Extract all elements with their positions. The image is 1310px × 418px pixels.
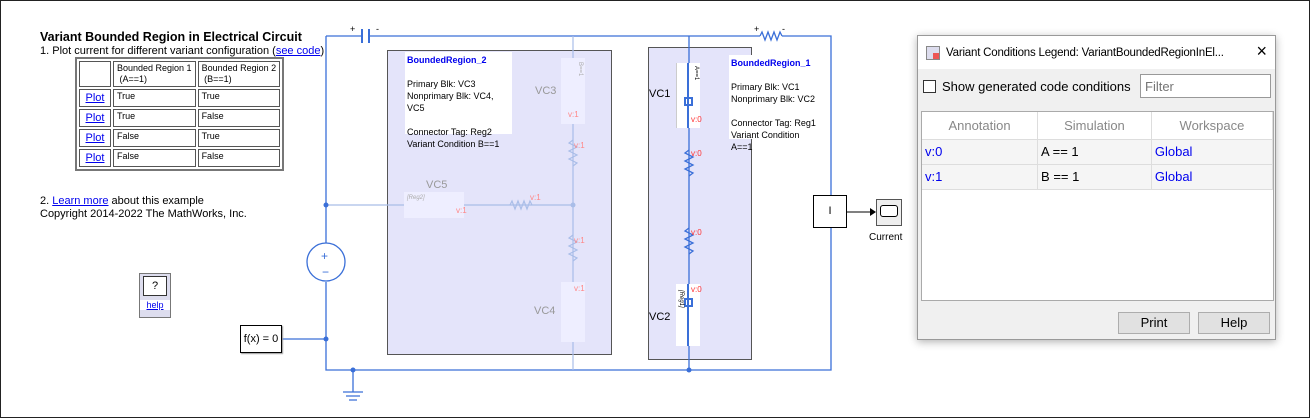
- variant-legend-dialog: Variant Conditions Legend: VariantBounde…: [917, 35, 1276, 340]
- vc5-annotation: v:1: [456, 206, 467, 215]
- vc2-port-icon: [684, 298, 693, 307]
- vc3-cond: B==1: [577, 62, 583, 77]
- resistor-r2a-icon: [567, 139, 579, 167]
- capacitor-plus: +: [350, 24, 356, 34]
- resistor-icon: [759, 30, 783, 42]
- vc2-annotation: v:0: [691, 285, 702, 294]
- resistor-r2b-icon: [567, 234, 579, 262]
- plot-link[interactable]: Plot: [85, 152, 105, 164]
- step-2: 2. Learn more about this example: [40, 195, 204, 207]
- capacitor-minus: -: [376, 24, 379, 34]
- plot-link[interactable]: Plot: [85, 112, 105, 124]
- help-block[interactable]: ? help: [139, 273, 171, 318]
- help-link[interactable]: help: [140, 300, 170, 310]
- step-1-text: 1. Plot current for different variant co…: [40, 45, 276, 57]
- dialog-title-bar: Variant Conditions Legend: VariantBounde…: [918, 36, 1275, 69]
- vc2-tag: [Reg1]: [678, 290, 684, 308]
- dialog-title: Variant Conditions Legend: VariantBounde…: [946, 46, 1224, 59]
- source-plus: +: [321, 249, 328, 263]
- ground-icon: [343, 391, 363, 401]
- vc3-annotation: v:1: [568, 110, 579, 119]
- vc1-annotation: v:0: [691, 115, 702, 124]
- header-empty: [79, 61, 111, 87]
- vc4-label: VC4: [534, 305, 556, 317]
- vc2-label: VC2: [649, 311, 671, 323]
- vc4-annotation: v:1: [574, 284, 585, 293]
- r2b-annotation: v:1: [574, 236, 585, 245]
- resistor-r1a-icon: [683, 149, 695, 177]
- resistor-r2c-icon: [509, 199, 533, 211]
- vc5-tag: [Reg2]: [407, 195, 425, 201]
- voltage-source-icon: [306, 242, 346, 282]
- help-question-icon: ?: [143, 276, 167, 296]
- show-code-conditions[interactable]: Show generated code conditions: [923, 79, 1131, 94]
- copyright: Copyright 2014-2022 The MathWorks, Inc.: [40, 208, 247, 220]
- vc3-label: VC3: [535, 85, 557, 97]
- vc4-block[interactable]: [561, 282, 585, 342]
- resistor-minus: -: [782, 24, 785, 34]
- checkbox[interactable]: [923, 80, 936, 93]
- solver-config-block[interactable]: f(x) = 0: [240, 325, 282, 353]
- current-sensor-block[interactable]: I: [813, 195, 847, 228]
- header-region-2: Bounded Region 2 (B==1): [197, 61, 281, 87]
- vc1-cond: A==1: [693, 66, 699, 81]
- print-button[interactable]: Print: [1118, 312, 1190, 334]
- capacitor-icon: [361, 29, 370, 43]
- r2a-annotation: v:1: [574, 141, 585, 150]
- vc5-block[interactable]: [404, 192, 464, 218]
- r2c-annotation: v:1: [530, 193, 541, 202]
- step-1: 1. Plot current for different variant co…: [40, 45, 324, 57]
- scope-screen-icon: [880, 205, 898, 217]
- model-title: Variant Bounded Region in Electrical Cir…: [40, 30, 302, 44]
- vc5-label: VC5: [426, 179, 448, 191]
- learn-more-link[interactable]: Learn more: [52, 195, 109, 207]
- help-button[interactable]: Help: [1198, 312, 1270, 334]
- resistor-plus: +: [754, 24, 760, 34]
- scope-label: Current: [869, 232, 903, 243]
- column-workspace[interactable]: Workspace: [1151, 112, 1274, 140]
- plot-link[interactable]: Plot: [85, 132, 105, 144]
- simulink-icon: [926, 45, 940, 60]
- arrow-icon: [870, 208, 876, 216]
- vc1-port-icon: [684, 97, 693, 106]
- source-minus: −: [322, 265, 329, 279]
- column-simulation[interactable]: Simulation: [1037, 112, 1152, 140]
- plot-link[interactable]: Plot: [85, 92, 105, 104]
- vc3-block[interactable]: [561, 58, 585, 124]
- variant-config-table: Bounded Region 1 (A==1)Bounded Region 2 …: [75, 57, 285, 171]
- see-code-link[interactable]: see code: [275, 45, 321, 57]
- column-annotation[interactable]: Annotation: [922, 112, 1039, 140]
- vc1-label: VC1: [649, 88, 671, 100]
- step-1-suffix: ): [320, 45, 325, 57]
- header-region-1: Bounded Region 1 (A==1): [113, 61, 196, 87]
- main-wire: [325, 35, 832, 371]
- r1b-annotation: v:0: [691, 228, 702, 237]
- r1a-annotation: v:0: [691, 149, 702, 158]
- filter-input[interactable]: [1140, 74, 1271, 98]
- close-icon[interactable]: ×: [1256, 41, 1267, 61]
- resistor-r1b-icon: [683, 227, 695, 255]
- scope-block[interactable]: [876, 199, 902, 226]
